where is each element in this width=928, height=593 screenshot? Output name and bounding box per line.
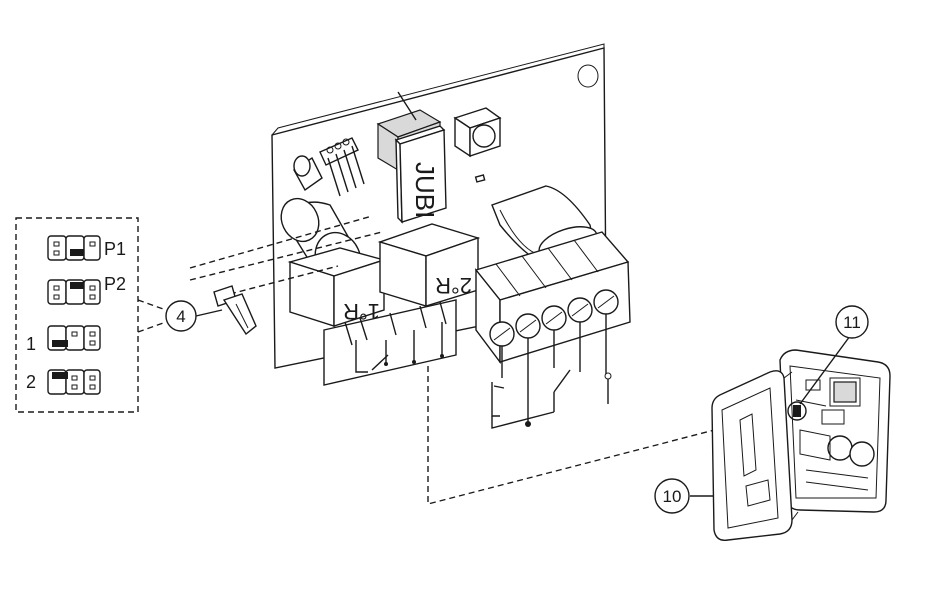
callout-4: 4 (137, 299, 223, 333)
label-p2: P2 (104, 274, 126, 294)
label-p1: P1 (104, 239, 126, 259)
jumper-legend-box (15, 217, 139, 413)
dashed-leader-mid (189, 231, 383, 281)
dashed-leader-board (427, 366, 793, 505)
highlighted-receiver-slot (787, 401, 807, 421)
external-wiring (491, 314, 612, 429)
relay-1: 1°R (287, 247, 387, 327)
jumper-p1: P1 (47, 235, 126, 261)
svg-text:10: 10 (663, 487, 682, 506)
label-1: 1 (26, 334, 36, 354)
label-2: 2 (26, 372, 36, 392)
led (474, 174, 486, 183)
jubi-module: JUBI (394, 125, 447, 224)
control-box-lid (711, 370, 799, 541)
terminal-block (474, 231, 631, 365)
jumper-connector (213, 285, 257, 336)
push-button (453, 107, 502, 158)
svg-text:4: 4 (176, 307, 185, 326)
callout-10: 10 (654, 478, 714, 514)
relay-2: 2°R (377, 223, 481, 307)
relay-contacts (323, 299, 457, 386)
jubi-label: JUBI (410, 162, 440, 218)
jumper-1: 1 (26, 325, 101, 354)
callout-11: 11 (799, 305, 869, 405)
dashed-leader-top (189, 215, 373, 269)
pin-header (319, 137, 365, 197)
relay-2-label: 2°R (435, 273, 472, 298)
small-capacitor (293, 155, 323, 192)
svg-text:11: 11 (843, 313, 861, 332)
control-box (779, 349, 891, 513)
jumper-2: 2 (26, 369, 101, 395)
jumper-p2: P2 (47, 274, 126, 305)
dashed-leader-low (229, 265, 339, 295)
